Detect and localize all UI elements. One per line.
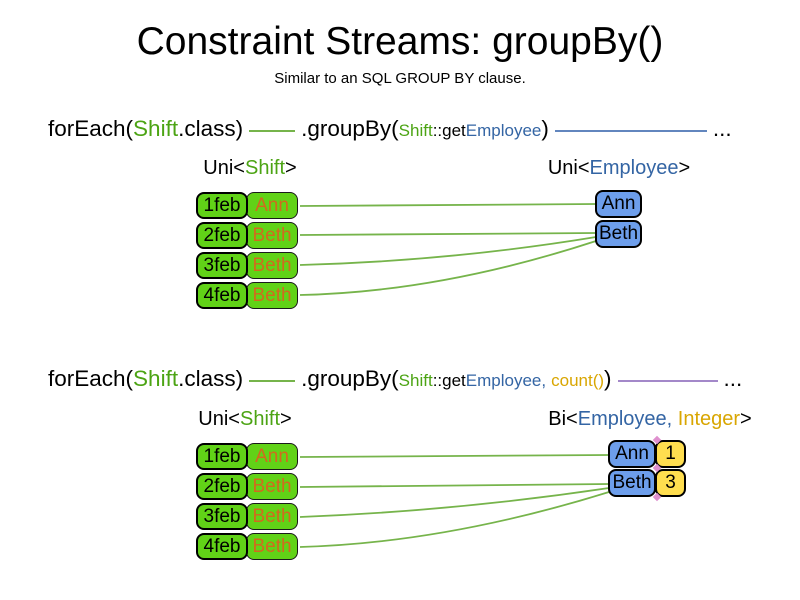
code1-groupby-open: .groupBy( [301,116,399,141]
code2-arg-comma: , [541,371,547,390]
employee-group-box: Beth [608,469,656,497]
label-open: Bi< [548,408,578,430]
label-open: Uni< [547,157,590,179]
code1-shift-class: Shift [133,116,179,141]
label-close: > [285,157,297,179]
shift-row: 1feb Ann [196,443,298,470]
shift-row: 2feb Beth [196,222,298,249]
code-line-1: forEach(Shift.class) .groupBy(Shift::get… [48,115,732,144]
wire-1feb-to-ann [299,203,597,207]
code-line-2: forEach(Shift.class) .groupBy(Shift::get… [48,365,742,394]
shift-employee-cell: Beth [246,503,298,530]
label-open: Uni< [198,408,240,430]
code2-foreach-open: forEach( [48,366,134,391]
shift-row: 3feb Beth [196,503,298,530]
code2-ellipsis: ... [723,366,743,391]
wire-4feb-to-beth [299,240,597,296]
shift-row: 4feb Beth [196,533,298,560]
page-subtitle: Similar to an SQL GROUP BY clause. [274,70,526,87]
code2-arg-type: Employee [465,371,542,390]
wire-2feb-to-beth-2 [299,483,610,488]
employee-groups-2: Ann 1 Beth 3 [608,440,686,498]
code2-groupby-close: ) [604,366,612,391]
shift-date-cell: 2feb [196,473,248,500]
bi-employee-integer-label: Bi<Employee, Integer> [548,408,751,431]
label-open: Uni< [203,157,245,179]
code2-shift-class: Shift [133,366,179,391]
code1-foreach-close: .class) [178,116,244,141]
label-close: > [280,408,292,430]
page-title: Constraint Streams: groupBy() [136,20,664,63]
green-connector-line-1 [249,130,296,132]
code2-arg-method: ::get [432,371,466,390]
wire-2feb-to-beth [299,232,597,236]
uni-shift-label-1: Uni<Shift> [203,157,296,180]
shift-employee-cell: Beth [246,473,298,500]
code2-foreach-close: .class) [178,366,244,391]
shift-employee-cell: Ann [246,192,298,219]
shift-date-cell: 1feb [196,192,248,219]
shift-date-cell: 3feb [196,252,248,279]
shift-table-2: 1feb Ann 2feb Beth 3feb Beth 4feb Beth [196,443,298,563]
code1-foreach-open: forEach( [48,116,134,141]
uni-employee-label: Uni<Employee> [548,157,690,180]
wire-3feb-to-beth [299,236,597,266]
shift-row: 2feb Beth [196,473,298,500]
group-row: Ann 1 [608,440,686,468]
shift-date-cell: 4feb [196,282,248,309]
count-box: 1 [655,440,686,468]
shift-employee-cell: Beth [246,222,298,249]
code1-groupby-arg: Shift::getEmployee [399,117,542,144]
shift-employee-cell: Beth [246,252,298,279]
code1-arg-class: Shift [398,121,433,140]
shift-date-cell: 3feb [196,503,248,530]
shift-employee-cell: Beth [246,533,298,560]
group-row: Beth 3 [608,469,686,497]
wire-1feb-to-ann-2 [299,454,610,458]
shift-employee-cell: Ann [246,443,298,470]
shift-table-1: 1feb Ann 2feb Beth 3feb Beth 4feb Beth [196,192,298,312]
code2-groupby-open: .groupBy( [301,366,399,391]
purple-connector-line [617,380,718,382]
label-close: > [678,157,691,179]
label-param-employee: Employee [589,157,679,179]
employee-group-box: Ann [608,440,656,468]
shift-row: 4feb Beth [196,282,298,309]
employee-group-box: Ann [595,190,642,218]
shift-date-cell: 4feb [196,533,248,560]
label-comma: , [666,408,678,430]
code2-arg-count: count() [551,371,605,390]
label-param-employee: Employee [577,408,667,430]
shift-employee-cell: Beth [246,282,298,309]
label-param-shift: Shift [244,157,286,179]
label-close: > [740,408,752,430]
shift-row: 3feb Beth [196,252,298,279]
count-box: 3 [655,469,686,497]
code1-ellipsis: ... [712,116,732,141]
shift-row: 1feb Ann [196,192,298,219]
label-param-shift: Shift [239,408,281,430]
code1-arg-method: ::get [432,121,466,140]
shift-date-cell: 1feb [196,443,248,470]
code1-groupby-close: ) [541,116,549,141]
employee-group-box: Beth [595,220,642,248]
employee-groups-1: Ann Beth [595,190,642,250]
code2-arg-class: Shift [398,371,433,390]
wire-4feb-to-beth-2 [299,491,610,548]
label-param-integer: Integer [677,408,741,430]
wire-3feb-to-beth-2 [299,487,610,518]
code2-groupby-arg: Shift::getEmployee,count() [399,367,604,394]
shift-date-cell: 2feb [196,222,248,249]
uni-shift-label-2: Uni<Shift> [198,408,291,431]
code1-arg-type: Employee [465,121,542,140]
blue-connector-line [554,130,707,132]
green-connector-line-2 [249,380,296,382]
